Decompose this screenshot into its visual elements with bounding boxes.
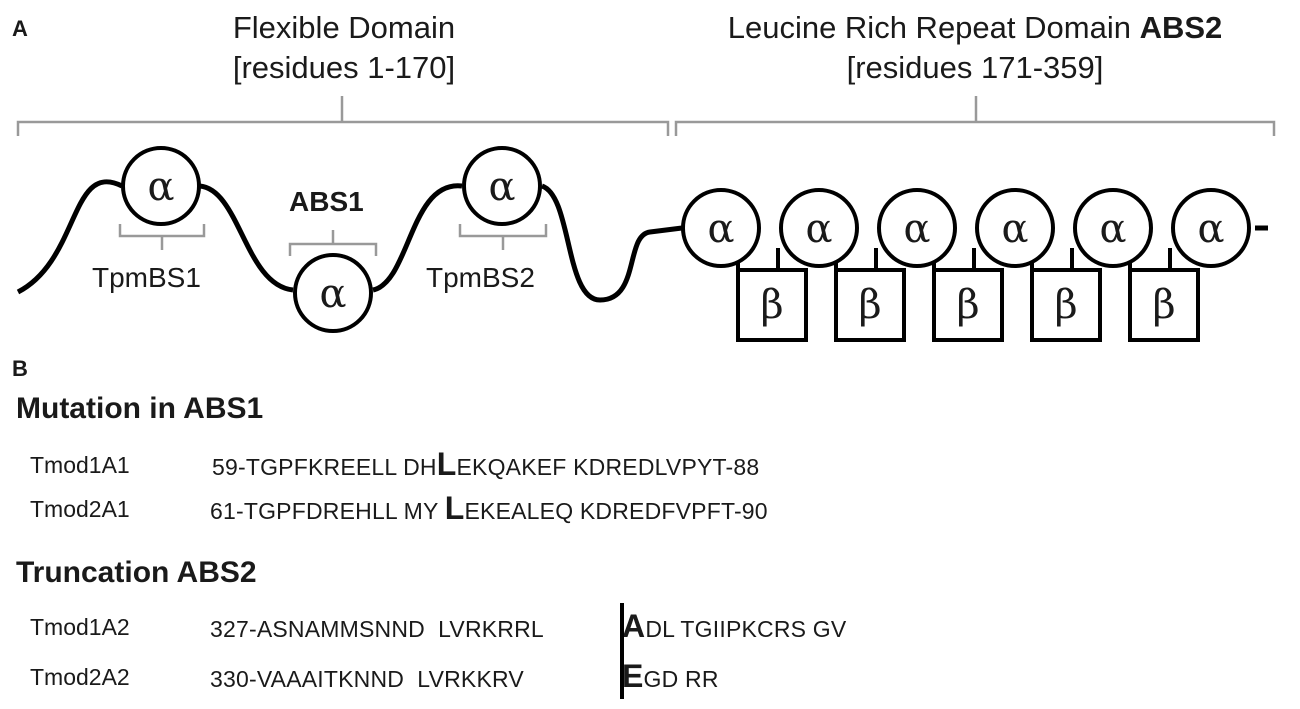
lrr-domain-residues: [residues 171-359] xyxy=(846,50,1104,85)
sequence-name: Tmod1A1 xyxy=(30,452,130,478)
flexible-domain-title: Flexible Domain [residues 1-170] xyxy=(194,8,494,88)
beta-strand-1 xyxy=(736,268,808,342)
panel-b-label: B xyxy=(12,356,28,381)
sequence-post: EKQAKEF KDREDLVPYT-88 xyxy=(456,454,760,480)
alpha-helix-lrr-1 xyxy=(681,188,761,268)
sequence-pre: 61-TGPFDREHLL MY xyxy=(210,498,445,524)
lrr-domain-abs2: ABS2 xyxy=(1139,10,1223,45)
beta-symbol: β xyxy=(1054,282,1077,328)
beta-strand-3 xyxy=(932,268,1004,342)
truncation-residue: E xyxy=(622,658,644,694)
flexible-domain-brace xyxy=(16,96,670,136)
sequence-post: GD RR xyxy=(643,666,719,692)
beta-symbol: β xyxy=(858,282,881,328)
abs1-brace xyxy=(288,230,378,256)
alpha-helix-lrr-3 xyxy=(877,188,957,268)
truncation-residue: A xyxy=(622,608,646,644)
beta-strand-2 xyxy=(834,268,906,342)
sequence-post: EKEALEQ KDREDFVPFT-90 xyxy=(464,498,768,524)
beta-strand-4 xyxy=(1030,268,1102,342)
alpha-helix-lrr-2 xyxy=(779,188,859,268)
flexible-domain-residues: [residues 1-170] xyxy=(232,50,456,85)
alpha-helix-tpmbs1 xyxy=(121,146,201,226)
sequence-pre: 330-VAAAITKNND LVRKKRV xyxy=(210,666,524,692)
lrr-domain-brace xyxy=(674,96,1276,136)
alpha-symbol: α xyxy=(319,271,346,317)
tpmbs1-brace xyxy=(118,224,206,250)
lrr-domain-title: Leucine Rich Repeat Domain ABS2 [residue… xyxy=(660,8,1290,88)
mutated-residue: L xyxy=(436,446,457,482)
alpha-helix-abs1 xyxy=(293,253,373,333)
sequence-post: DL TGIIPKCRS GV xyxy=(645,616,847,642)
sequence-name: Tmod2A1 xyxy=(30,496,130,522)
alpha-symbol: α xyxy=(147,164,174,210)
beta-strand-5 xyxy=(1128,268,1200,342)
truncation-heading: Truncation ABS2 xyxy=(16,556,257,589)
alpha-symbol: α xyxy=(805,206,832,252)
flexible-domain-name: Flexible Domain xyxy=(232,10,456,45)
sequence: 330-VAAAITKNND LVRKKRV EGD RR xyxy=(210,658,719,695)
tpmbs2-brace xyxy=(458,224,548,250)
sequence-name: Tmod2A2 xyxy=(30,664,130,690)
alpha-symbol: α xyxy=(1001,206,1028,252)
beta-symbol: β xyxy=(956,282,979,328)
alpha-symbol: α xyxy=(1099,206,1126,252)
sequence-pre: 59-TGPFKREELL DH xyxy=(212,454,437,480)
alpha-symbol: α xyxy=(903,206,930,252)
beta-strands xyxy=(736,268,1200,342)
alpha-helix-lrr-6 xyxy=(1171,188,1251,268)
truncation-divider xyxy=(620,603,624,699)
lrr-domain-name: Leucine Rich Repeat Domain ABS2 xyxy=(660,8,1290,48)
alpha-symbol: α xyxy=(707,206,734,252)
sequence: 61-TGPFDREHLL MY LEKEALEQ KDREDFVPFT-90 xyxy=(210,490,768,527)
beta-symbol: β xyxy=(1152,282,1175,328)
alpha-helix-lrr-4 xyxy=(975,188,1055,268)
alpha-helices xyxy=(121,146,1251,333)
abs1-label: ABS1 xyxy=(289,186,364,217)
lrr-domain-name-text: Leucine Rich Repeat Domain xyxy=(727,10,1131,45)
tpmbs1-label: TpmBS1 xyxy=(92,262,201,293)
sequence-pre: 327-ASNAMMSNND LVRKRRL xyxy=(210,616,544,642)
alpha-helix-tpmbs2 xyxy=(462,146,542,226)
alpha-symbol: α xyxy=(1197,206,1224,252)
domain-braces xyxy=(16,96,1276,256)
alpha-helix-lrr-5 xyxy=(1073,188,1153,268)
alpha-symbol: α xyxy=(488,164,515,210)
sequence: 59-TGPFKREELL DHLEKQAKEF KDREDLVPYT-88 xyxy=(212,446,759,483)
tpmbs2-label: TpmBS2 xyxy=(426,262,535,293)
sequence: 327-ASNAMMSNND LVRKRRL ADL TGIIPKCRS GV xyxy=(210,608,846,645)
sequence-name: Tmod1A2 xyxy=(30,614,130,640)
domain-diagram: α α α α α α α α α β β β β β xyxy=(16,96,1276,342)
panel-a-label: A xyxy=(12,16,28,41)
mutated-residue: L xyxy=(444,490,465,526)
mutation-heading: Mutation in ABS1 xyxy=(16,392,264,425)
protein-backbone xyxy=(16,179,1268,303)
beta-symbol: β xyxy=(760,282,783,328)
